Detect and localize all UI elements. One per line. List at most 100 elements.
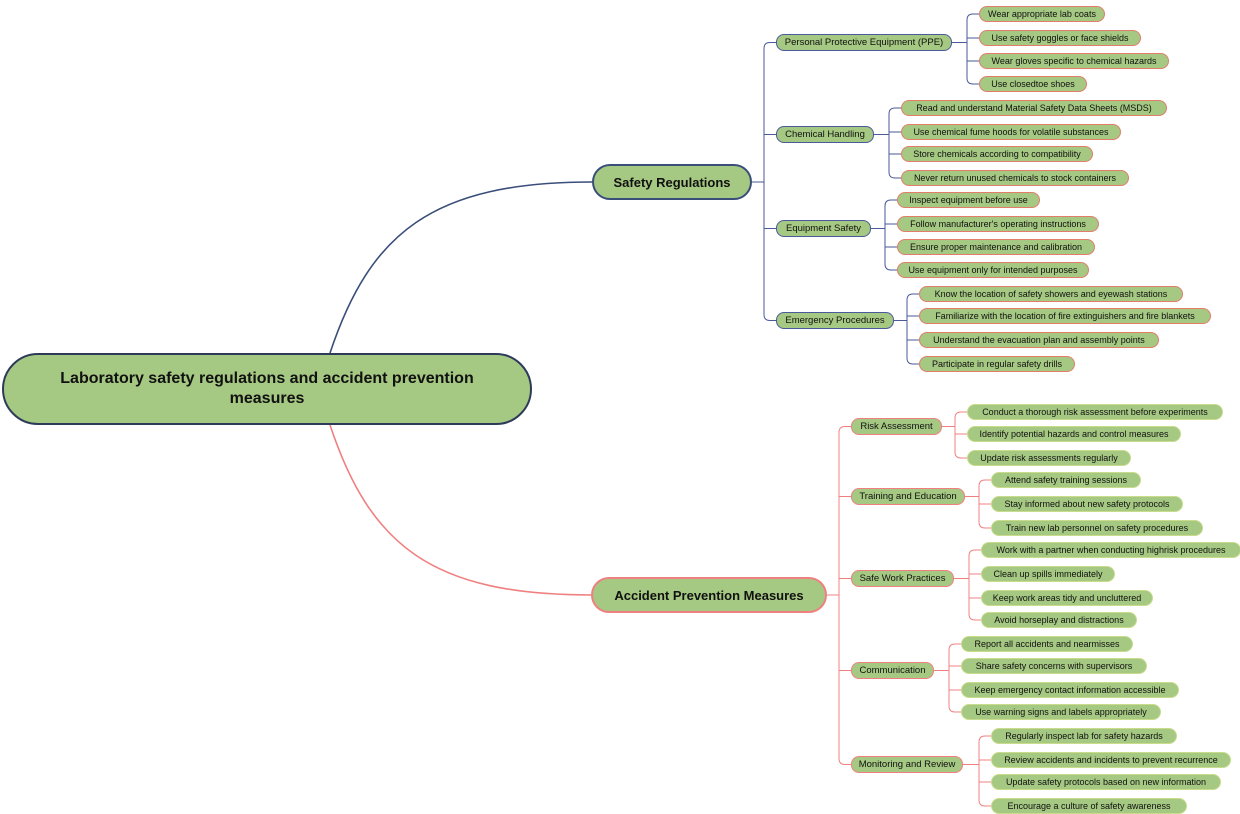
subtopic-node-label: Chemical Handling: [785, 129, 865, 140]
leaf-node[interactable]: Stay informed about new safety protocols: [991, 496, 1183, 512]
leaf-node-label: Wear appropriate lab coats: [988, 9, 1096, 19]
subtopic-node-label: Communication: [859, 665, 926, 676]
subtopic-node-label: Risk Assessment: [860, 421, 933, 432]
subtopic-node[interactable]: Personal Protective Equipment (PPE): [776, 34, 952, 51]
sub-to-leaf-connector: [966, 13, 979, 21]
leaf-node-label: Attend safety training sessions: [1004, 475, 1128, 485]
main-to-sub-connector: [838, 758, 851, 765]
leaf-node[interactable]: Inspect equipment before use: [897, 192, 1040, 208]
sub-to-leaf-connector: [978, 479, 991, 487]
leaf-node[interactable]: Use closedtoe shoes: [979, 76, 1087, 92]
leaf-node[interactable]: Report all accidents and nearmisses: [961, 636, 1133, 652]
leaf-node-label: Report all accidents and nearmisses: [974, 639, 1120, 649]
sub-to-leaf-connector: [884, 263, 897, 271]
leaf-node-label: Work with a partner when conducting high…: [996, 545, 1226, 555]
sub-to-leaf-connector: [968, 549, 981, 557]
leaf-node[interactable]: Share safety concerns with supervisors: [961, 658, 1147, 674]
leaf-node[interactable]: Read and understand Material Safety Data…: [901, 100, 1167, 116]
subtopic-node[interactable]: Safe Work Practices: [851, 570, 954, 587]
leaf-node[interactable]: Never return unused chemicals to stock c…: [901, 170, 1129, 186]
subtopic-node[interactable]: Emergency Procedures: [776, 312, 894, 329]
subtopic-node-label: Training and Education: [859, 491, 957, 502]
main-to-sub-connector: [763, 314, 776, 321]
leaf-node[interactable]: Review accidents and incidents to preven…: [991, 752, 1231, 768]
leaf-node-label: Use chemical fume hoods for volatile sub…: [913, 127, 1109, 137]
leaf-node-label: Read and understand Material Safety Data…: [916, 103, 1152, 113]
leaf-node[interactable]: Encourage a culture of safety awareness: [991, 798, 1187, 814]
sub-to-leaf-connector: [906, 357, 919, 365]
leaf-node-label: Regularly inspect lab for safety hazards: [1005, 731, 1163, 741]
sub-to-leaf-connector: [948, 705, 961, 713]
leaf-node[interactable]: Work with a partner when conducting high…: [981, 542, 1240, 558]
main-topic-node[interactable]: Accident Prevention Measures: [591, 577, 827, 613]
leaf-node-label: Know the location of safety showers and …: [934, 289, 1168, 299]
leaf-node[interactable]: Ensure proper maintenance and calibratio…: [897, 239, 1095, 255]
leaf-node[interactable]: Identify potential hazards and control m…: [967, 426, 1181, 442]
main-topic-node-label: Accident Prevention Measures: [614, 587, 804, 603]
root-node-label: Laboratory safety regulations and accide…: [60, 370, 474, 407]
leaf-node[interactable]: Wear appropriate lab coats: [979, 6, 1105, 22]
leaf-node[interactable]: Regularly inspect lab for safety hazards: [991, 728, 1177, 744]
root-node[interactable]: Laboratory safety regulations and accide…: [2, 353, 532, 425]
leaf-node[interactable]: Clean up spills immediately: [981, 566, 1115, 582]
leaf-node[interactable]: Use chemical fume hoods for volatile sub…: [901, 124, 1121, 140]
leaf-node[interactable]: Conduct a thorough risk assessment befor…: [967, 404, 1223, 420]
leaf-node-label: Share safety concerns with supervisors: [975, 661, 1133, 671]
leaf-node[interactable]: Wear gloves specific to chemical hazards: [979, 53, 1169, 69]
leaf-node[interactable]: Keep emergency contact information acces…: [961, 682, 1179, 698]
leaf-node[interactable]: Know the location of safety showers and …: [919, 286, 1183, 302]
leaf-node[interactable]: Use safety goggles or face shields: [979, 30, 1141, 46]
subtopic-node-label: Monitoring and Review: [858, 759, 956, 770]
subtopic-node-label: Equipment Safety: [786, 223, 861, 234]
sub-to-leaf-connector: [884, 199, 897, 207]
leaf-node[interactable]: Update risk assessments regularly: [967, 450, 1131, 466]
sub-to-leaf-connector: [978, 799, 991, 807]
leaf-node[interactable]: Understand the evacuation plan and assem…: [919, 332, 1159, 348]
subtopic-node-label: Safe Work Practices: [859, 573, 946, 584]
subtopic-node[interactable]: Equipment Safety: [776, 220, 871, 237]
leaf-node-label: Keep emergency contact information acces…: [974, 685, 1166, 695]
leaf-node[interactable]: Attend safety training sessions: [991, 472, 1141, 488]
leaf-node-label: Update safety protocols based on new inf…: [1005, 777, 1207, 787]
subtopic-node[interactable]: Communication: [851, 662, 934, 679]
sub-to-leaf-connector: [966, 77, 979, 85]
leaf-node[interactable]: Familiarize with the location of fire ex…: [919, 308, 1211, 324]
sub-to-leaf-connector: [978, 735, 991, 743]
leaf-node-label: Keep work areas tidy and uncluttered: [992, 593, 1142, 603]
root-to-main-connector: [329, 424, 592, 596]
leaf-node-label: Encourage a culture of safety awareness: [1007, 801, 1171, 811]
leaf-node[interactable]: Train new lab personnel on safety proced…: [991, 520, 1203, 536]
leaf-node-label: Identify potential hazards and control m…: [979, 429, 1169, 439]
leaf-node-label: Use warning signs and labels appropriate…: [975, 707, 1147, 717]
leaf-node-label: Use closedtoe shoes: [991, 79, 1075, 89]
leaf-node-label: Store chemicals according to compatibili…: [913, 149, 1081, 159]
leaf-node-label: Follow manufacturer's operating instruct…: [910, 219, 1086, 229]
leaf-node-label: Ensure proper maintenance and calibratio…: [909, 242, 1083, 252]
leaf-node[interactable]: Avoid horseplay and distractions: [981, 612, 1137, 628]
leaf-node-label: Conduct a thorough risk assessment befor…: [982, 407, 1208, 417]
sub-to-leaf-connector: [888, 107, 901, 115]
sub-to-leaf-connector: [954, 451, 967, 459]
subtopic-node[interactable]: Training and Education: [851, 488, 965, 505]
leaf-node-label: Understand the evacuation plan and assem…: [933, 335, 1145, 345]
leaf-node[interactable]: Follow manufacturer's operating instruct…: [897, 216, 1099, 232]
leaf-node[interactable]: Store chemicals according to compatibili…: [901, 146, 1093, 162]
subtopic-node[interactable]: Risk Assessment: [851, 418, 942, 435]
main-topic-node-label: Safety Regulations: [613, 174, 731, 190]
subtopic-node[interactable]: Chemical Handling: [776, 126, 874, 143]
main-topic-node[interactable]: Safety Regulations: [592, 164, 752, 200]
leaf-node[interactable]: Keep work areas tidy and uncluttered: [981, 590, 1153, 606]
leaf-node[interactable]: Use equipment only for intended purposes: [897, 262, 1089, 278]
subtopic-node[interactable]: Monitoring and Review: [851, 756, 963, 773]
leaf-node-label: Wear gloves specific to chemical hazards: [991, 56, 1157, 66]
leaf-node[interactable]: Use warning signs and labels appropriate…: [961, 704, 1161, 720]
leaf-node-label: Avoid horseplay and distractions: [994, 615, 1124, 625]
leaf-node[interactable]: Update safety protocols based on new inf…: [991, 774, 1221, 790]
leaf-node[interactable]: Participate in regular safety drills: [919, 356, 1075, 372]
leaf-node-label: Inspect equipment before use: [909, 195, 1028, 205]
sub-to-leaf-connector: [968, 613, 981, 621]
leaf-node-label: Never return unused chemicals to stock c…: [913, 173, 1117, 183]
subtopic-node-label: Personal Protective Equipment (PPE): [784, 37, 944, 48]
main-to-sub-connector: [838, 426, 851, 433]
